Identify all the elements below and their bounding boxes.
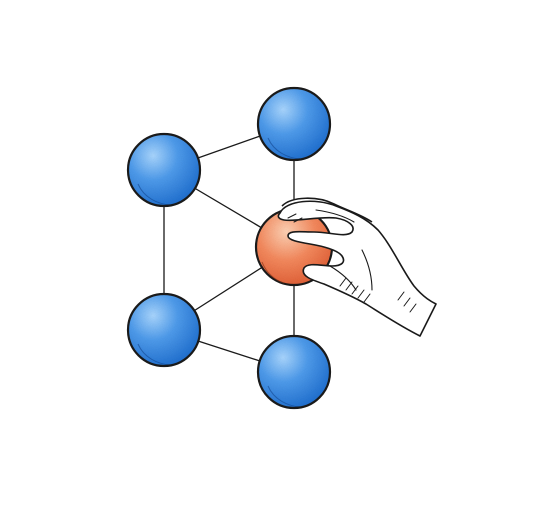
node-bottom-left[interactable] <box>126 292 202 368</box>
hand-front <box>277 200 437 337</box>
graph-nodes <box>126 86 332 410</box>
node-top-right[interactable] <box>256 86 332 162</box>
node-bottom-right[interactable] <box>256 334 332 410</box>
node-top-left[interactable] <box>126 132 202 208</box>
